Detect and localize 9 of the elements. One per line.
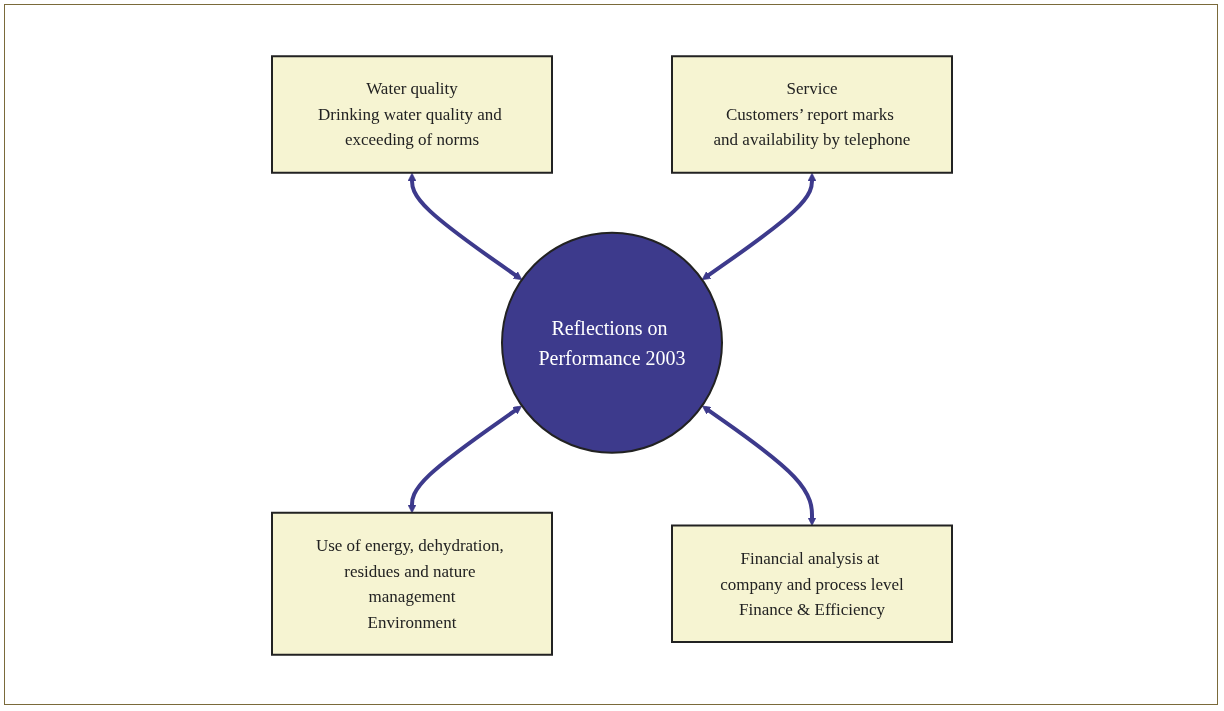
node-circle: Reflections on Performance 2003 xyxy=(501,231,723,454)
arrow xyxy=(407,172,523,281)
node-box: Water quality Drinking water quality and exceeding of norms xyxy=(271,55,553,174)
node-box: Service Customers’ report marks and availability by telephone xyxy=(671,55,953,174)
arrow xyxy=(701,172,817,281)
arrow xyxy=(702,405,817,526)
arrow xyxy=(407,405,522,514)
node-box: Use of energy, dehydration, residues and nature management Environment xyxy=(271,511,553,656)
node-box: Financial analysis at company and process level Finance & Efficiency xyxy=(671,524,953,643)
